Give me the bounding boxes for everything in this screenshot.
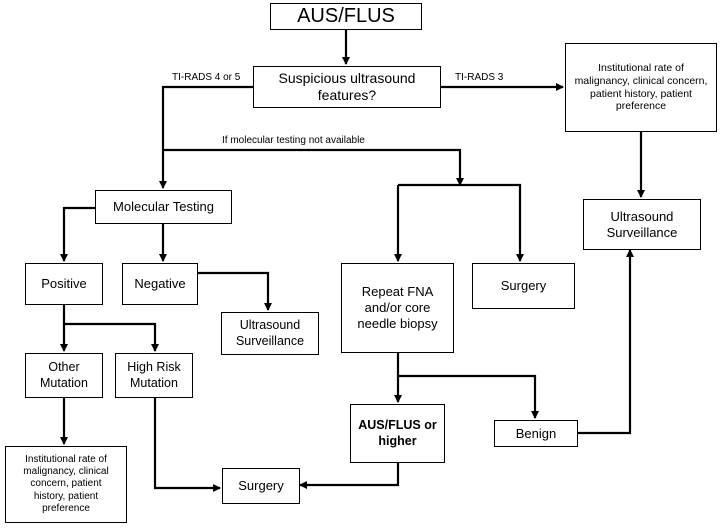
arrow-benign-to-us (578, 249, 634, 435)
arrow-highrisk-to-surgery (153, 398, 221, 492)
node-positive: Positive (25, 263, 103, 305)
node-repeat-fna: Repeat FNA and/or core needle biopsy (341, 263, 454, 353)
node-aus-flus: AUS/FLUS (270, 3, 422, 30)
label-tirads3: TI-RADS 3 (455, 72, 504, 83)
arrow-to-highrisk (64, 322, 159, 352)
node-us-surveillance-mid: Ultrasound Surveillance (221, 312, 319, 355)
node-benign: Benign (494, 420, 578, 447)
arrow-neg-to-us (198, 271, 272, 311)
node-high-risk-mutation: High Risk Mutation (115, 353, 193, 398)
arrow-to-positive (60, 206, 95, 262)
node-aus-flus-or-higher: AUS/FLUS or higher (350, 404, 445, 463)
arrow-to-surgery-right (398, 183, 524, 262)
node-us-surveillance-right: Ultrasound Surveillance (583, 199, 701, 250)
arrow-no-molecular (163, 148, 464, 186)
arrow-aus-higher-to-surgery (299, 463, 400, 489)
arrow-to-benign (398, 374, 539, 419)
node-surgery-bottom: Surgery (222, 468, 300, 504)
node-surgery-right: Surgery (472, 263, 575, 309)
node-institutional-bottom: Institutional rate of malignancy, clinic… (5, 446, 127, 523)
node-suspicious-features: Suspicious ultrasound features? (253, 66, 441, 108)
node-other-mutation: Other Mutation (25, 353, 103, 398)
label-no-molecular: If molecular testing not available (222, 135, 365, 146)
node-molecular-testing: Molecular Testing (95, 190, 232, 224)
arrow-tirads45 (161, 85, 253, 150)
node-negative: Negative (122, 263, 198, 305)
label-tirads45: TI-RADS 4 or 5 (172, 72, 241, 83)
node-institutional-top: Institutional rate of malignancy, clinic… (565, 43, 717, 132)
